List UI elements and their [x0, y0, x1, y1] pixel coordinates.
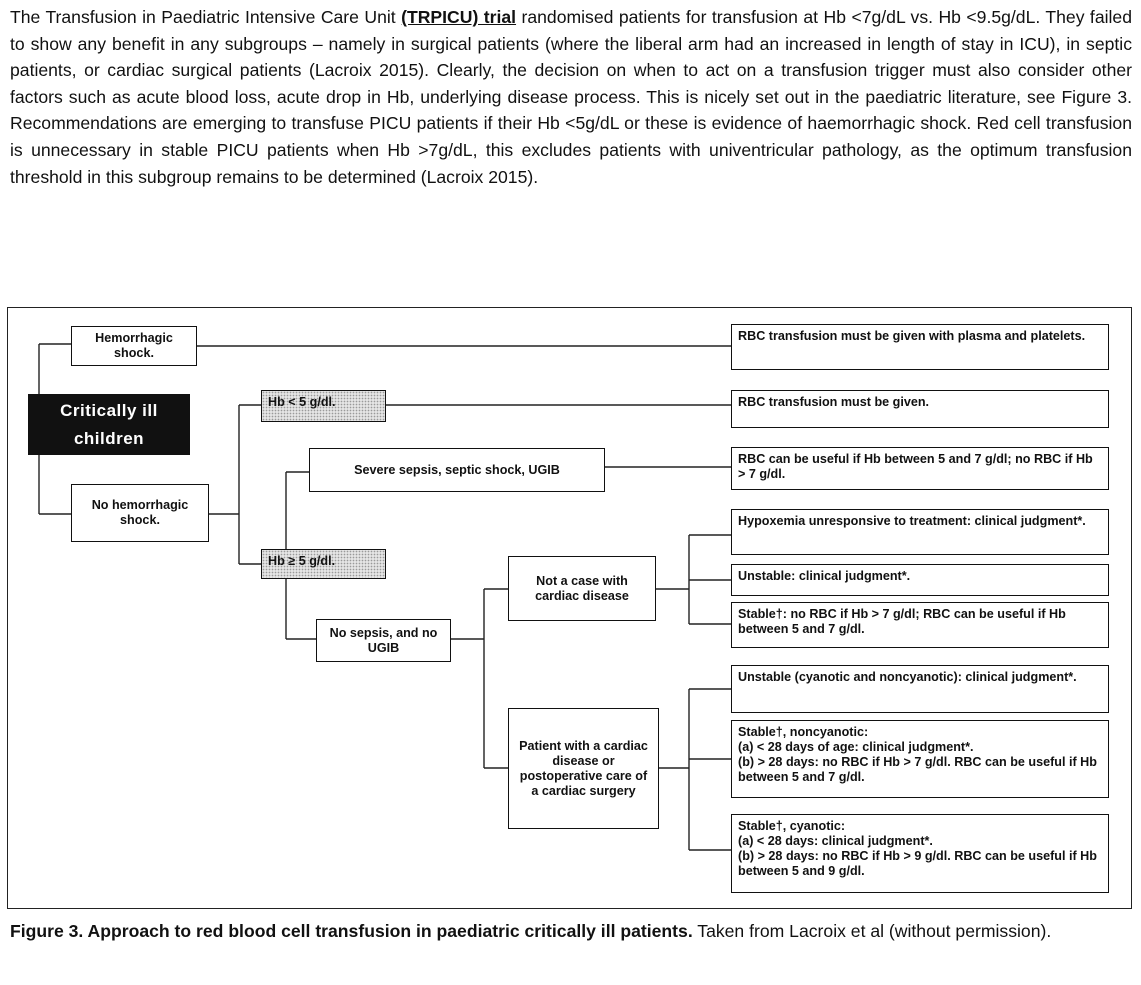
- cardiac-patient-box: Patient with a cardiac disease or postop…: [508, 708, 659, 829]
- cyanotic-line-2: (a) < 28 days: clinical judgment*.: [738, 834, 933, 848]
- body-paragraph: The Transfusion in Paediatric Intensive …: [10, 4, 1132, 190]
- noncyanotic-line-2: (a) < 28 days of age: clinical judgment*…: [738, 740, 974, 754]
- outcome-sepsis: RBC can be useful if Hb between 5 and 7 …: [731, 447, 1109, 490]
- caption-source: Taken from Lacroix et al (without permis…: [692, 921, 1052, 941]
- noncyanotic-line-3: (b) > 28 days: no RBC if Hb > 7 g/dl. RB…: [738, 755, 1097, 784]
- outcome-stable-cyanotic: Stable†, cyanotic: (a) < 28 days: clinic…: [731, 814, 1109, 893]
- outcome-plasma-platelets: RBC transfusion must be given with plasm…: [731, 324, 1109, 370]
- caption-title: Figure 3. Approach to red blood cell tra…: [10, 921, 693, 941]
- paragraph-text: randomised patients for transfusion at H…: [10, 7, 1132, 187]
- hemorrhagic-shock-box: Hemorrhagic shock.: [71, 326, 197, 366]
- flowchart-connectors: [38, 343, 731, 851]
- outcome-unstable: Unstable: clinical judgment*.: [731, 564, 1109, 596]
- no-hemorrhagic-shock-box: No hemorrhagic shock.: [71, 484, 209, 542]
- paragraph-intro: The Transfusion in Paediatric Intensive …: [10, 7, 402, 27]
- no-sepsis-box: No sepsis, and no UGIB: [316, 619, 451, 662]
- not-cardiac-disease-box: Not a case with cardiac disease: [508, 556, 656, 621]
- outcome-stable-no-cardiac: Stable†: no RBC if Hb > 7 g/dl; RBC can …: [731, 602, 1109, 648]
- hb-at-least-5-box: Hb ≥ 5 g/dl.: [261, 549, 386, 579]
- outcome-unstable-cyanotic: Unstable (cyanotic and noncyanotic): cli…: [731, 665, 1109, 713]
- outcome-stable-noncyanotic: Stable†, noncyanotic: (a) < 28 days of a…: [731, 720, 1109, 798]
- cyanotic-line-3: (b) > 28 days: no RBC if Hb > 9 g/dl. RB…: [738, 849, 1097, 878]
- noncyanotic-line-1: Stable†, noncyanotic:: [738, 725, 869, 739]
- outcome-hypoxemia: Hypoxemia unresponsive to treatment: cli…: [731, 509, 1109, 555]
- outcome-transfusion-must: RBC transfusion must be given.: [731, 390, 1109, 428]
- hb-less-than-5-box: Hb < 5 g/dl.: [261, 390, 386, 422]
- critically-ill-children-box: Critically ill children: [28, 394, 190, 455]
- severe-sepsis-box: Severe sepsis, septic shock, UGIB: [309, 448, 605, 492]
- trpicu-trial-link[interactable]: (TRPICU) trial: [401, 7, 517, 27]
- transfusion-flowchart: Hemorrhagic shock. Critically ill childr…: [7, 307, 1132, 909]
- cyanotic-line-1: Stable†, cyanotic:: [738, 819, 846, 833]
- figure-caption: Figure 3. Approach to red blood cell tra…: [10, 918, 1135, 944]
